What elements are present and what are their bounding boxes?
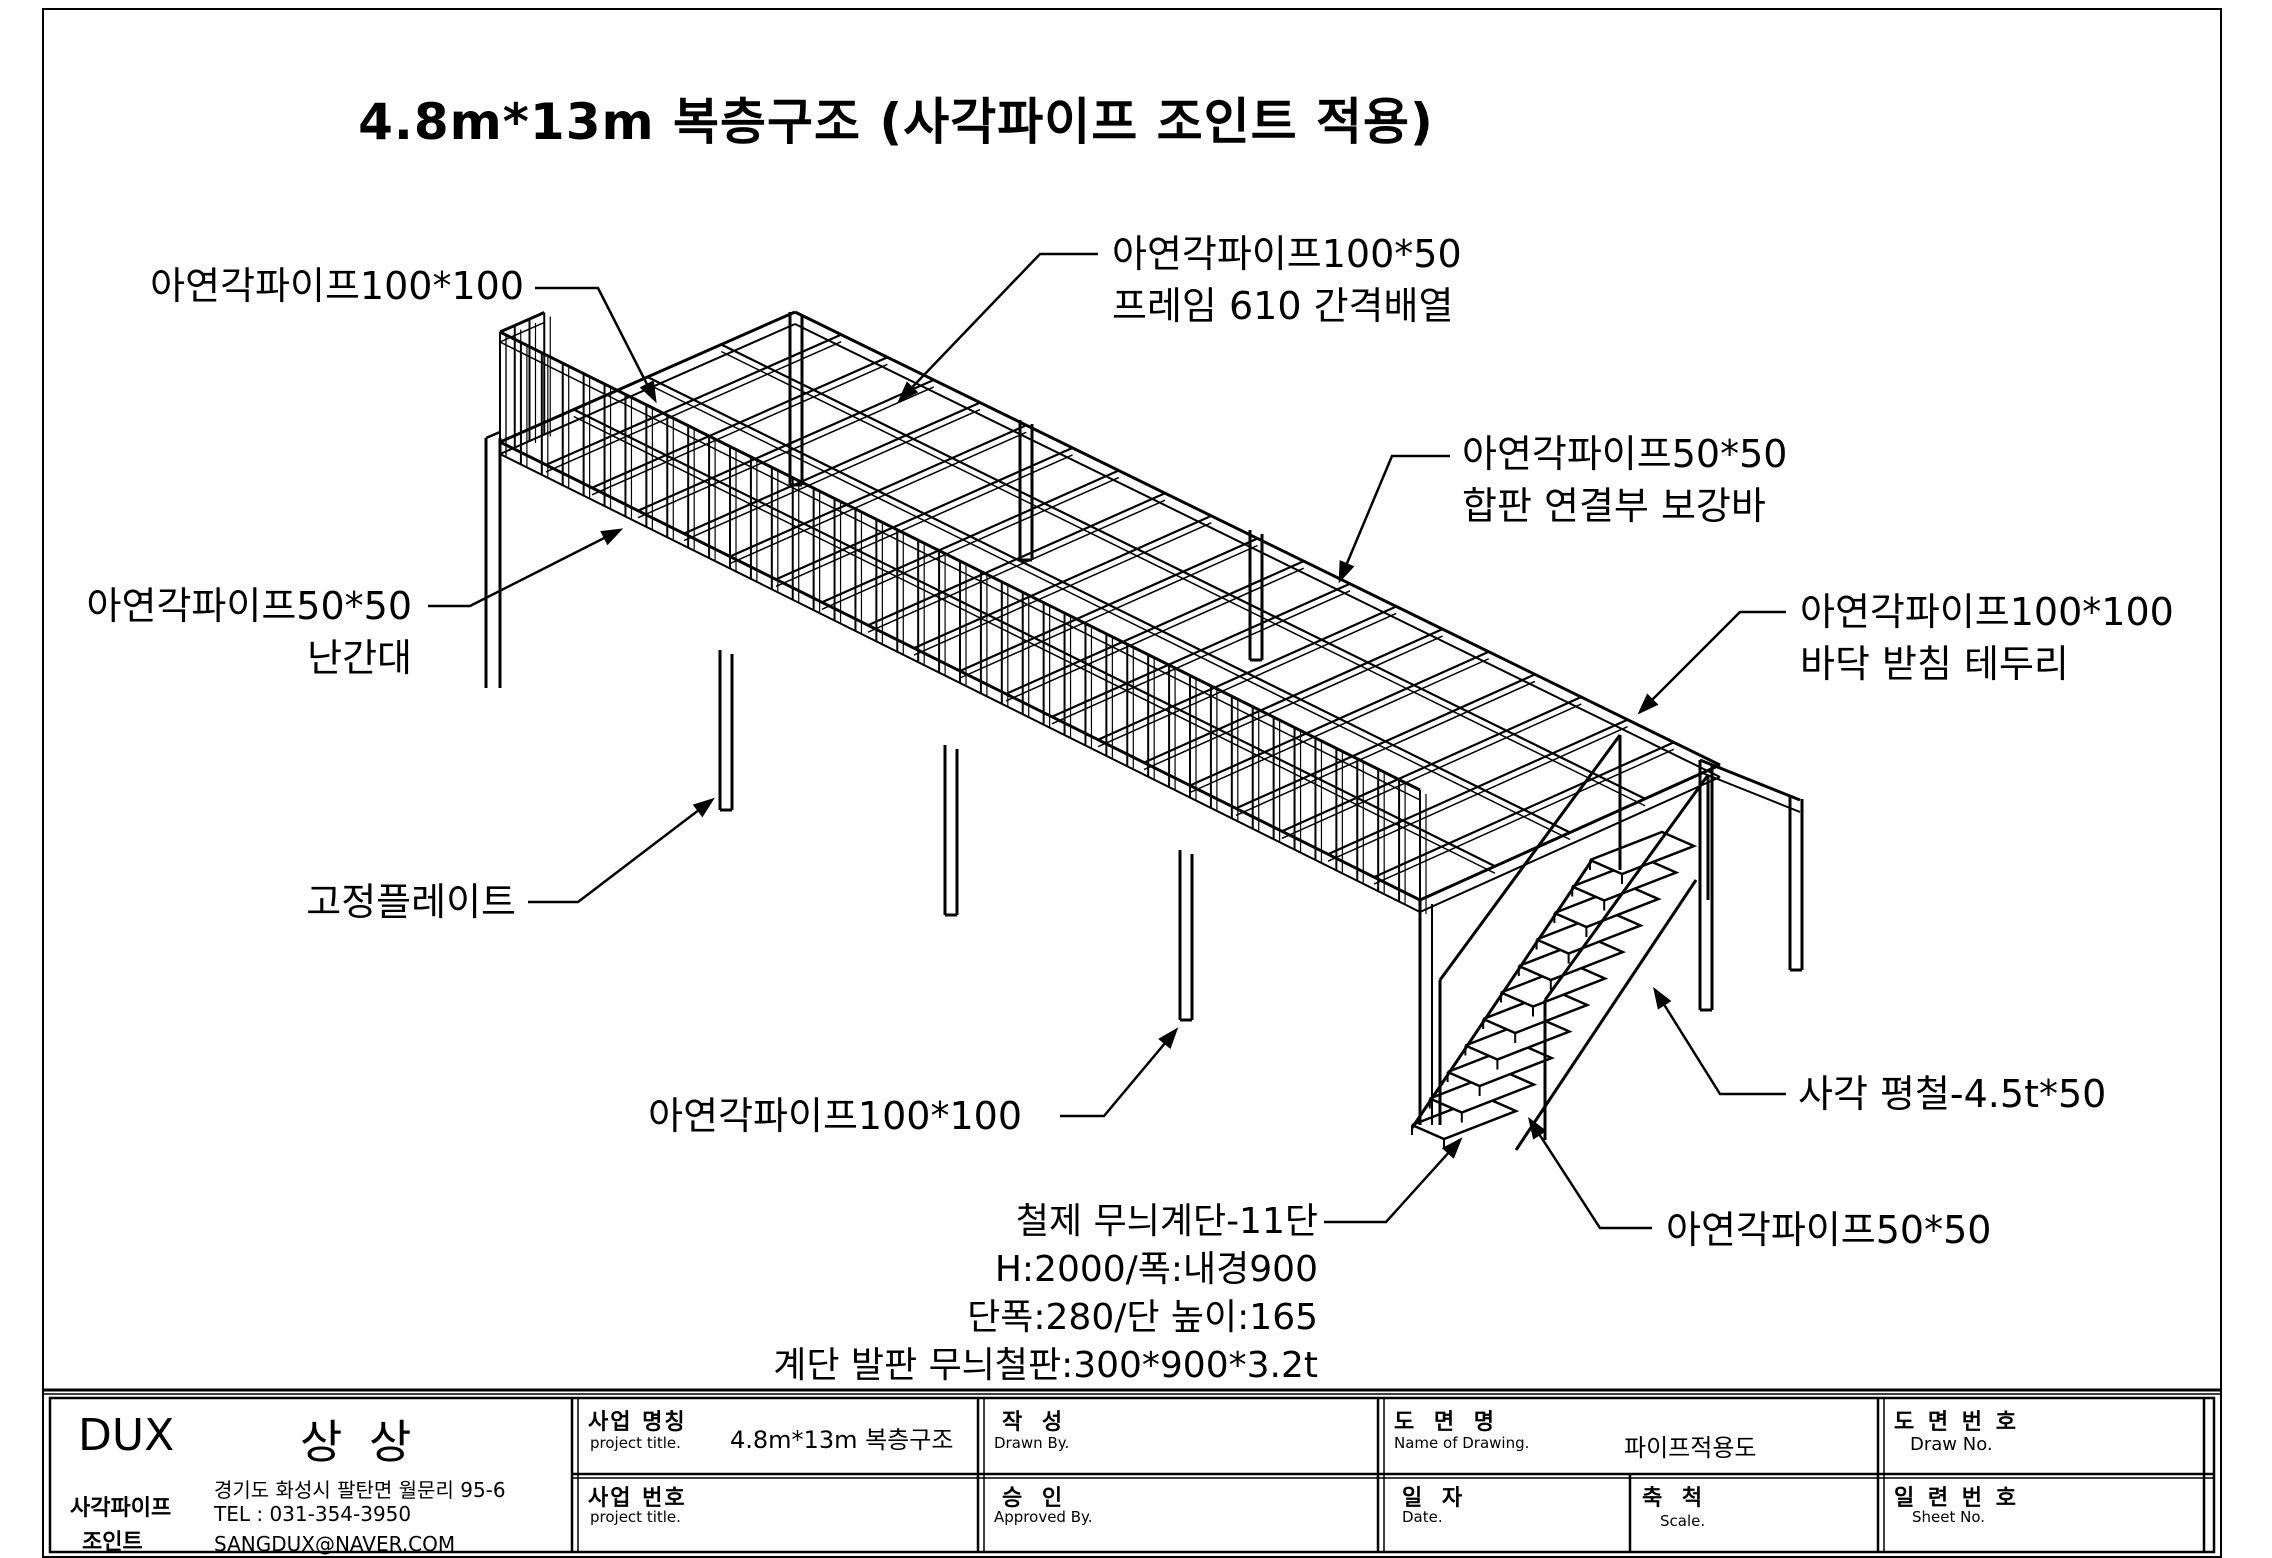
product-line-1: 사각파이프 bbox=[70, 1496, 172, 1521]
drawing-name-sublabel: Name of Drawing. bbox=[1394, 1434, 1530, 1452]
drawing-name-label: 도 면 명 bbox=[1394, 1410, 1501, 1435]
callout-arrowhead bbox=[600, 528, 624, 546]
extension-beam bbox=[1699, 758, 1801, 802]
callout-leader-line bbox=[1528, 1119, 1652, 1230]
callout-leader-line bbox=[1060, 1029, 1177, 1118]
callout-text: 아연각파이프50*50 bbox=[1462, 432, 1788, 476]
product-line-2: 조인트 bbox=[82, 1530, 143, 1555]
callout-text: 합판 연결부 보강바 bbox=[1462, 484, 1766, 528]
callout-leader-line bbox=[528, 799, 713, 904]
side-railing-top-rail-inner bbox=[499, 321, 545, 343]
callout-arrowhead bbox=[897, 381, 919, 403]
title-block-grid bbox=[42, 1388, 2222, 1554]
callout-text: 난간대 bbox=[307, 636, 412, 680]
callout-leader-line bbox=[1338, 454, 1450, 581]
approved-by-sublabel: Approved By. bbox=[994, 1508, 1093, 1526]
callout-column-100x100: 아연각파이프100*100 bbox=[648, 1090, 1022, 1142]
sheet-no-label: 일 련 번 호 bbox=[1894, 1486, 2019, 1511]
callout-leader-line bbox=[1639, 610, 1786, 713]
callout-handrail: 아연각파이프50*50 난간대 bbox=[87, 580, 412, 684]
stair-stringer-left bbox=[1410, 859, 1594, 1129]
frame-longitudinal-lower bbox=[720, 350, 1646, 807]
mezzanine-frame bbox=[484, 310, 1804, 1022]
callout-leader-line bbox=[535, 286, 657, 401]
callout-floor-edge: 아연각파이프100*100 바닥 받침 테두리 bbox=[1800, 586, 2174, 690]
callout-frame-100x50: 아연각파이프100*50 프레임 610 간격배열 bbox=[1112, 228, 1462, 332]
approved-by-label: 승 인 bbox=[1002, 1486, 1069, 1511]
callout-reinforcement-bar: 아연각파이프50*50 합판 연결부 보강바 bbox=[1462, 428, 1787, 532]
frame-longitudinal bbox=[573, 408, 1496, 868]
callout-text: 고정플레이트 bbox=[306, 880, 516, 924]
callout-arrowhead bbox=[1528, 1116, 1547, 1140]
callout-text: 아연각파이프100*100 bbox=[1800, 590, 2174, 634]
extension-beam-lower bbox=[1699, 771, 1801, 813]
callout-arrowhead bbox=[1441, 1137, 1463, 1159]
callout-text: 계단 발판 무늬철판:300*900*3.2t bbox=[773, 1345, 1318, 1386]
callout-text: 철제 무늬계단-11단 bbox=[1015, 1201, 1318, 1242]
side-railing-top-rail bbox=[499, 311, 545, 334]
company-logo-text: DUX bbox=[78, 1410, 175, 1461]
callout-corner-post-100x100: 아연각파이프100*100 bbox=[150, 260, 524, 312]
scale-sublabel: Scale. bbox=[1660, 1512, 1706, 1530]
callout-text: H:2000/폭:내경900 bbox=[994, 1249, 1318, 1290]
project-name-sublabel: project title. bbox=[590, 1434, 681, 1452]
frame-longitudinal bbox=[720, 343, 1646, 800]
frame-longitudinal-lower bbox=[647, 383, 1571, 841]
drawn-by-sublabel: Drawn By. bbox=[994, 1434, 1070, 1452]
company-name-kr: 상 상 bbox=[300, 1415, 418, 1469]
callout-arrowhead bbox=[1653, 986, 1672, 1010]
scale-label: 축 척 bbox=[1642, 1486, 1709, 1511]
callout-text: 아연각파이프100*50 bbox=[1112, 232, 1462, 276]
callout-arrowhead bbox=[639, 380, 657, 404]
project-no-sublabel: project title. bbox=[590, 1508, 681, 1526]
stair-handrail-left bbox=[1438, 734, 1622, 981]
callout-arrowhead bbox=[692, 797, 715, 818]
deck-edge-beam-lower bbox=[1419, 776, 1721, 913]
callout-text: 프레임 610 간격배열 bbox=[1112, 284, 1454, 328]
drawing-title: 4.8m*13m 복층구조 (사각파이프 조인트 적용) bbox=[358, 93, 1434, 151]
project-name-label: 사업 명칭 bbox=[588, 1410, 687, 1435]
stair-handrail-right bbox=[1543, 774, 1710, 1001]
callout-text: 사각 평철-4.5t*50 bbox=[1798, 1072, 2107, 1116]
callout-text: 단폭:280/단 높이:165 bbox=[967, 1297, 1318, 1338]
callout-arrowhead bbox=[1158, 1027, 1179, 1050]
drawn-by-label: 작 성 bbox=[1002, 1410, 1069, 1435]
callout-stair-pipe: 아연각파이프50*50 bbox=[1666, 1204, 1991, 1256]
project-name-value: 4.8m*13m 복층구조 bbox=[730, 1426, 954, 1454]
frame-longitudinal-lower bbox=[573, 415, 1496, 874]
callout-stair-spec: 철제 무늬계단-11단 H:2000/폭:내경900 단폭:280/단 높이:1… bbox=[773, 1198, 1318, 1390]
callout-flat-bar: 사각 평철-4.5t*50 bbox=[1798, 1068, 2106, 1120]
callout-text: 바닥 받침 테두리 bbox=[1800, 642, 2069, 686]
callout-arrowhead bbox=[1338, 560, 1355, 584]
steel-staircase bbox=[1410, 734, 1710, 1151]
drawing-name-value: 파이프적용도 bbox=[1624, 1434, 1757, 1462]
date-sublabel: Date. bbox=[1402, 1508, 1443, 1526]
company-address: 경기도 화성시 팔탄면 월문리 95-6 bbox=[214, 1478, 506, 1502]
callout-text: 아연각파이프100*100 bbox=[648, 1094, 1022, 1138]
callout-text: 아연각파이프50*50 bbox=[86, 584, 412, 628]
callout-text: 아연각파이프50*50 bbox=[1666, 1208, 1992, 1252]
date-label: 일 자 bbox=[1402, 1486, 1469, 1511]
callout-text: 아연각파이프100*100 bbox=[150, 264, 524, 308]
project-no-label: 사업 번호 bbox=[588, 1486, 687, 1511]
deck-edge-beam-lower bbox=[794, 323, 1721, 778]
stair-tread bbox=[1589, 830, 1698, 876]
draw-no-sublabel: Draw No. bbox=[1910, 1434, 1993, 1455]
callout-leader-line bbox=[428, 528, 621, 608]
callout-leaders bbox=[428, 252, 1786, 1230]
callout-fixing-plate: 고정플레이트 bbox=[306, 876, 516, 928]
callout-leader-line bbox=[899, 252, 1098, 401]
corner-post-cap bbox=[485, 430, 501, 440]
callout-arrowhead bbox=[1637, 693, 1659, 715]
callout-leader-line bbox=[1324, 1139, 1461, 1224]
company-phone: TEL : 031-354-3950 bbox=[214, 1502, 412, 1526]
callout-leader-line bbox=[1653, 989, 1786, 1096]
sheet-no-sublabel: Sheet No. bbox=[1912, 1508, 1986, 1526]
frame-longitudinal bbox=[647, 376, 1571, 834]
company-email: SANGDUX@NAVER.COM bbox=[214, 1532, 456, 1556]
draw-no-label: 도 면 번 호 bbox=[1894, 1410, 2019, 1435]
